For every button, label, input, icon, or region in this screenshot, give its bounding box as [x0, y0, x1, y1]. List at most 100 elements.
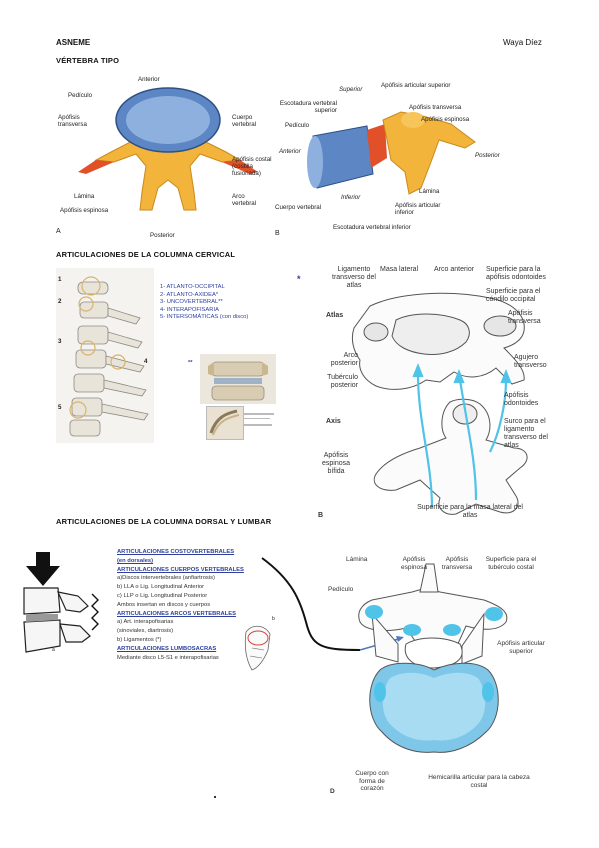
- figure-uncovertebral-detail: [206, 406, 244, 440]
- label-apofisis-espinosa-d: Apófisis espinosa: [400, 556, 428, 571]
- label-cuerpo-corazon: Cuerpo con forma de corazón: [355, 770, 389, 792]
- figure-vertebra-lateral: Superior Apófisis articular superior Esc…: [275, 78, 535, 243]
- label-ligamento-transverso: Ligamento transverso del atlas: [332, 266, 376, 289]
- label-posterior: Posterior: [150, 232, 175, 239]
- figure-uncovertebral: [200, 354, 276, 404]
- dorsal-lumbar-list-item: Ambos insertan en discos y cuerpos: [117, 601, 211, 608]
- label-inferior: Inferior: [341, 194, 361, 201]
- label-posterior-b: Posterior: [475, 152, 500, 159]
- label-axis: Axis: [326, 418, 341, 425]
- label-hemicarilla: Hemicarilla articular para la cabeza cos…: [428, 774, 530, 789]
- vertebra-lateral-drawing: [307, 111, 476, 195]
- dorsal-lumbar-list-item: ARTICULACIONES ARCOS VERTEBRALES: [117, 610, 236, 617]
- figure-dorsal-vertebra: Lámina Apófisis espinosa Apófisis transv…: [316, 552, 556, 842]
- dorsal-lumbar-list-item: (sinoviales, diartrosis): [117, 628, 174, 635]
- figure-atlas-axis: Ligamento transverso del atlas Masa late…: [300, 262, 560, 532]
- dorsal-lumbar-list-item: c) LLP o Lig. Longitudinal Posterior: [117, 592, 208, 599]
- small-label-b: b: [272, 616, 275, 622]
- label-lamina: Lámina: [74, 193, 95, 200]
- figure-vertebra-superior: Anterior Pedículo Apófisis transversa Cu…: [56, 70, 272, 240]
- label-pediculo-d: Pedículo: [328, 586, 354, 593]
- num-4: 4: [144, 358, 148, 365]
- dorsal-lumbar-list-item: ARTICULACIONES COSTOVERTEBRALES: [117, 549, 235, 555]
- dorsal-lumbar-list-item: (en dorsales): [117, 557, 154, 564]
- figure-lumbosacral-sketch: b: [238, 616, 278, 676]
- cervical-spine-drawing: [69, 276, 149, 437]
- section3-title: ARTICULACIONES DE LA COLUMNA DORSAL Y LU…: [56, 517, 272, 526]
- label-pediculo: Pedículo: [68, 92, 93, 99]
- num-1: 1: [58, 276, 62, 283]
- panel-letter-a: A: [56, 228, 61, 235]
- dorsal-lumbar-list-item: Mediante disco L5-S1 e interapofisarias: [117, 654, 219, 661]
- dorsal-vertebra-drawing: [358, 563, 508, 753]
- cervical-list-item: 3- UNCOVERTEBRAL**: [160, 299, 223, 305]
- uncovertebral-detail-drawing: [209, 409, 240, 436]
- dorsal-lumbar-list-item: ARTICULACIONES CUERPOS VERTEBRALES: [117, 566, 244, 573]
- num-3: 3: [58, 338, 62, 345]
- label-arco-posterior: Arco posterior: [330, 352, 358, 367]
- label-apofisis-espinosa-b: Apófisis espinosa: [421, 116, 470, 123]
- label-apofisis-costal: Apófisis costal (costilla fusionada): [232, 156, 272, 177]
- section2-title: ARTICULACIONES DE LA COLUMNA CERVICAL: [56, 250, 236, 259]
- label-anterior: Anterior: [138, 76, 160, 83]
- dorsal-lumbar-list-item: a) Art. interapofisarias: [117, 619, 174, 626]
- label-cuerpo-vertebral: Cuerpo vertebral: [232, 114, 257, 128]
- dorsal-lumbar-list-item: ARTICULACIONES LUMBOSACRAS: [117, 645, 217, 652]
- cervical-list-item: 2- ATLANTO-AXIDEA*: [160, 291, 219, 298]
- section1-title: VÉRTEBRA TIPO: [56, 56, 120, 65]
- small-label-a: a: [52, 647, 55, 653]
- header-left: ASNEME: [56, 38, 91, 47]
- label-masa-lateral: Masa lateral: [380, 266, 419, 273]
- num-2: 2: [58, 298, 62, 305]
- label-escotadura-inferior: Escotadura vertebral inferior: [333, 224, 411, 231]
- label-pediculo-b: Pedículo: [285, 122, 310, 129]
- lumbar-sketch-drawing: [23, 552, 99, 653]
- atlas-axis-drawing: [351, 292, 528, 515]
- label-apofisis-transversa-atlas: Apófisis transversa: [508, 310, 541, 325]
- double-star-mark: **: [188, 360, 193, 366]
- dorsal-lumbar-list-item: a)Discos intervertebrales (anfiartrosis): [117, 575, 215, 582]
- label-superficie-tuberculo: Superficie para el tubérculo costal: [485, 556, 537, 571]
- header-right: Waya Díez: [503, 38, 542, 47]
- label-arco-vertebral: Arco vertebral: [232, 193, 257, 207]
- figure-lumbar-sketch: a: [14, 552, 104, 664]
- label-apofisis-odontoides: Apófisis odontoides: [504, 392, 539, 407]
- label-superficie-masa-lateral: Superficie para la masa lateral del atla…: [417, 504, 523, 519]
- label-superior: Superior: [339, 86, 363, 93]
- label-apofisis-transversa-b: Apófisis transversa: [409, 104, 462, 111]
- dorsal-lumbar-list-item: b) Ligamentos (*): [117, 636, 162, 643]
- dorsal-lumbar-list: ARTICULACIONES COSTOVERTEBRALES (en dorsa…: [117, 548, 267, 662]
- dorsal-lumbar-list-item: b) LLA o Lig. Longitudinal Anterior: [117, 584, 205, 591]
- label-apofisis-articular-superior-d: Apófisis articular superior: [497, 640, 545, 655]
- stray-dot: [214, 796, 216, 798]
- label-anterior-b: Anterior: [279, 148, 301, 155]
- cervical-list: 1- ATLANTO-OCCIPITAL 2- ATLANTO-AXIDEA* …: [160, 284, 270, 322]
- label-apofisis-espinosa: Apófisis espinosa: [60, 207, 109, 214]
- label-escotadura-superior: Escotadura vertebral superior: [279, 100, 337, 114]
- label-atlas: Atlas: [326, 312, 344, 319]
- cervical-list-item: 1- ATLANTO-OCCIPITAL: [160, 284, 225, 290]
- lumbosacral-sketch-drawing: [244, 625, 271, 671]
- label-cuerpo-vertebral-b: Cuerpo vertebral: [275, 204, 322, 211]
- uncovertebral-tiny-labels: [244, 410, 280, 432]
- label-apofisis-articular-superior: Apófisis articular superior: [381, 82, 451, 89]
- label-apofisis-transversa-d: Apófisis transversa: [441, 556, 473, 571]
- panel-letter-b: B: [275, 230, 280, 237]
- panel-letter-d: D: [330, 788, 335, 795]
- num-5: 5: [58, 404, 62, 411]
- label-agujero-transverso: Agujero transverso: [514, 354, 547, 369]
- label-apofisis-transversa: Apófisis transversa: [58, 114, 87, 128]
- label-superficie-odontoides: Superficie para la apófisis odontoides: [486, 266, 546, 281]
- label-superficie-condilo: Superficie para el cóndilo occipital: [486, 288, 541, 303]
- figure-cervical-spine: 1 2 3 4 5: [56, 268, 154, 443]
- label-arco-anterior: Arco anterior: [434, 266, 475, 273]
- cervical-list-item: 4- INTERAPOFISARIA: [160, 306, 219, 313]
- star-mark: *: [297, 274, 301, 284]
- label-apofisis-espinosa-bifida: Apófisis espinosa bífida: [321, 452, 351, 475]
- label-surco: Surco para el ligamento transverso del a…: [504, 418, 548, 449]
- label-lamina-d: Lámina: [346, 556, 368, 563]
- label-tuberculo-posterior: Tubérculo posterior: [327, 374, 358, 389]
- label-apofisis-articular-inferior: Apófisis articular inferior: [395, 202, 441, 216]
- vertebra-superior-drawing: [78, 87, 258, 211]
- label-lamina-b: Lámina: [419, 188, 440, 195]
